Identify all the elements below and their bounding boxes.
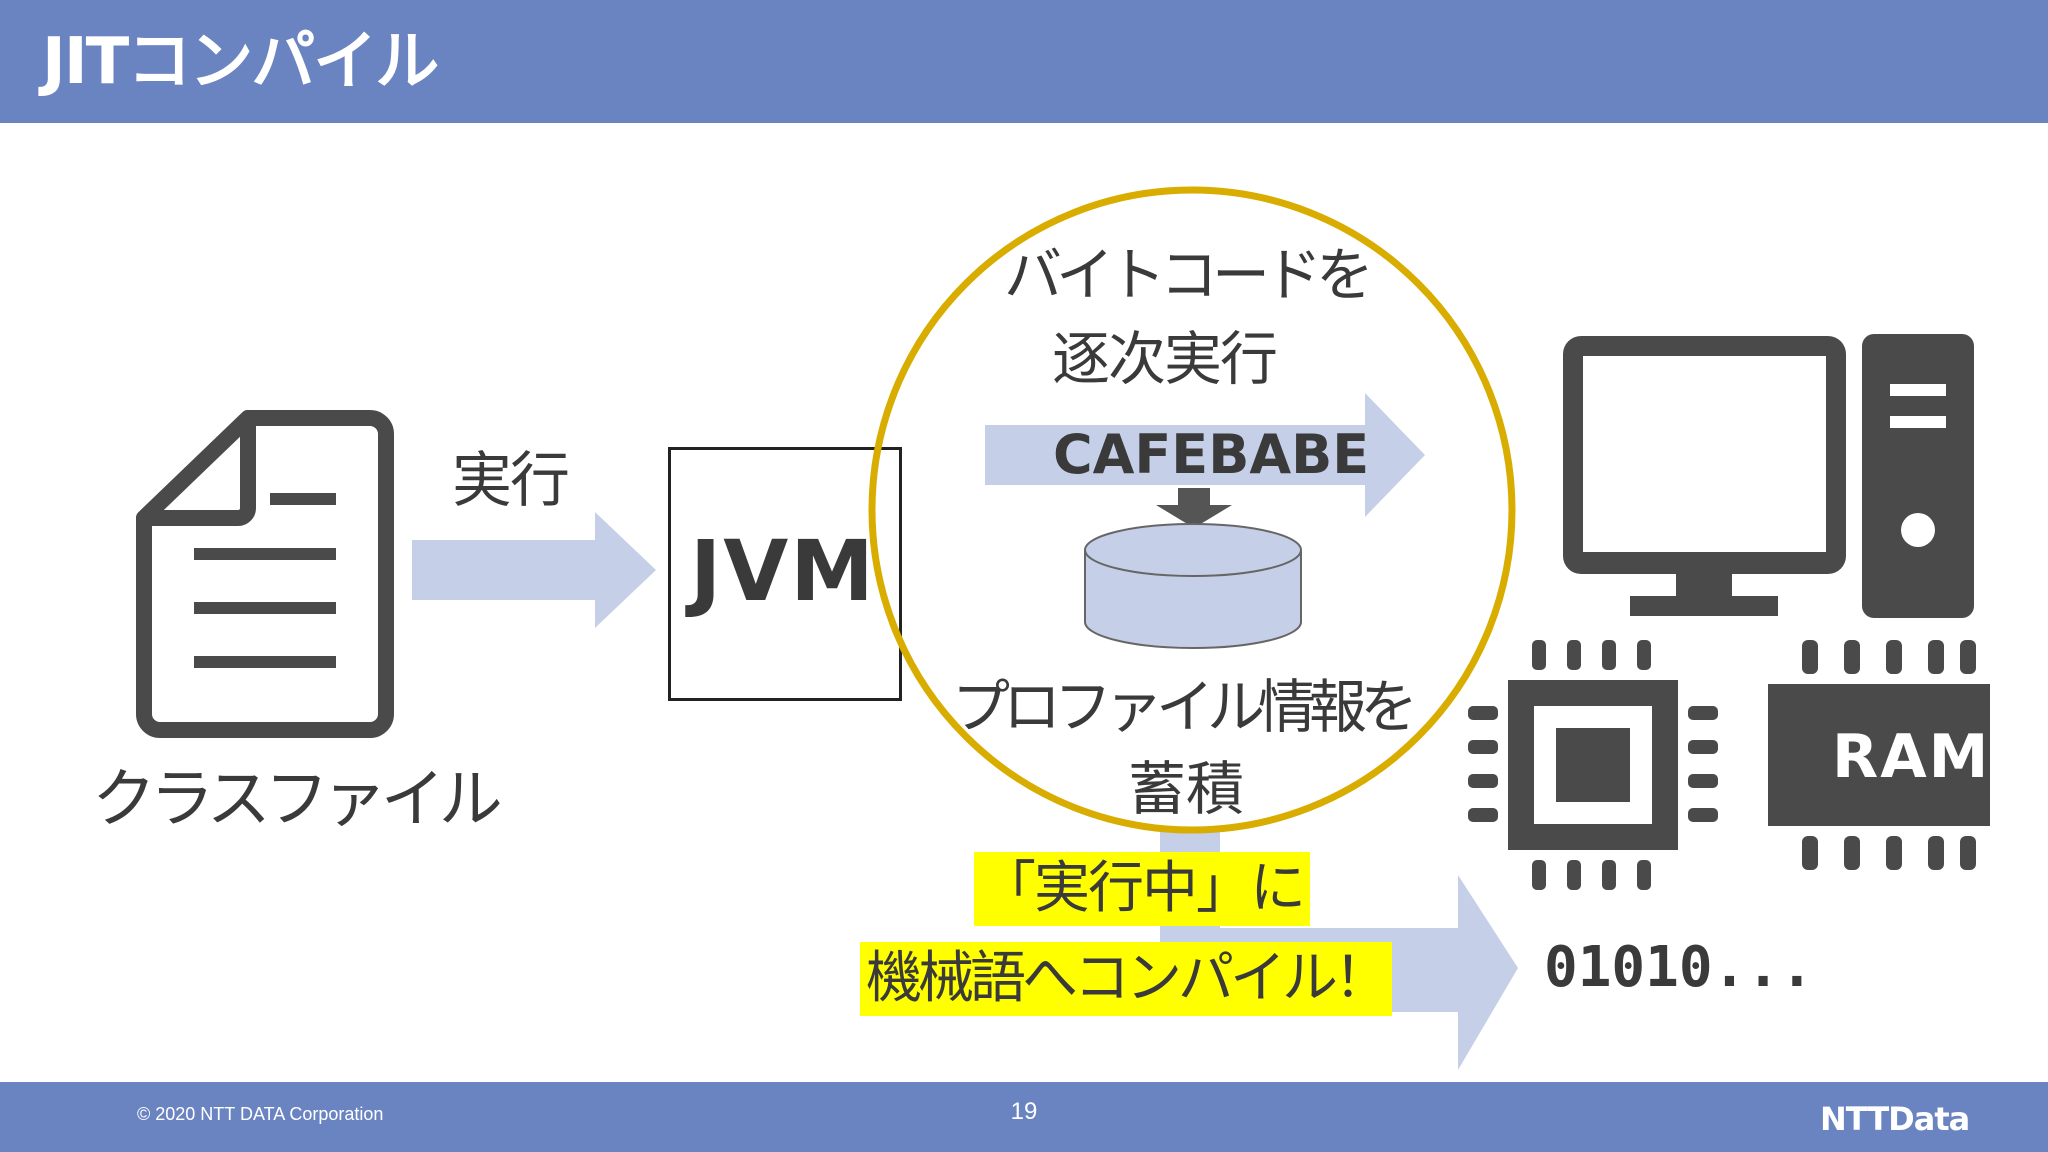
bytecode-label-line1: バイトコードを [1004,241,1374,309]
profile-label-line1: プロファイル情報を [952,673,1418,741]
profile-label-line2: 蓄積 [1128,755,1245,823]
machine-code-label: 01010... [1544,935,1814,1000]
ram-label: RAM [1832,722,1991,792]
tower-icon [1862,334,1974,618]
copyright-text: © 2020 NTT DATA Corporation [137,1104,384,1124]
jit-label-line2: 機械語へコンパイル！ [860,942,1392,1016]
down-arrow [1156,488,1232,528]
slide-header: JITコンパイル [0,0,2048,123]
database-icon [1084,523,1302,649]
slide-footer: © 2020 NTT DATA Corporation 19 NTTData [0,1082,2048,1152]
page-number: 19 [1010,1098,1038,1125]
nttdata-logo: NTTData [1820,1100,1970,1138]
class-file-label: クラスファイル [92,763,503,837]
exec-label: 実行 [452,446,570,516]
document-icon [136,410,394,738]
jvm-label: JVM [690,522,876,620]
jit-label-line1: 「実行中」に [974,852,1310,926]
slide-title: JITコンパイル [42,25,439,99]
jvm-box [668,447,902,701]
cafebabe-label: CAFEBABE [1053,423,1370,486]
bytecode-label-line2: 逐次実行 [1052,325,1278,393]
monitor-icon [1563,336,1846,616]
exec-arrow [412,512,656,628]
cpu-icon [1468,640,1718,890]
ram-icon [1768,640,1990,870]
